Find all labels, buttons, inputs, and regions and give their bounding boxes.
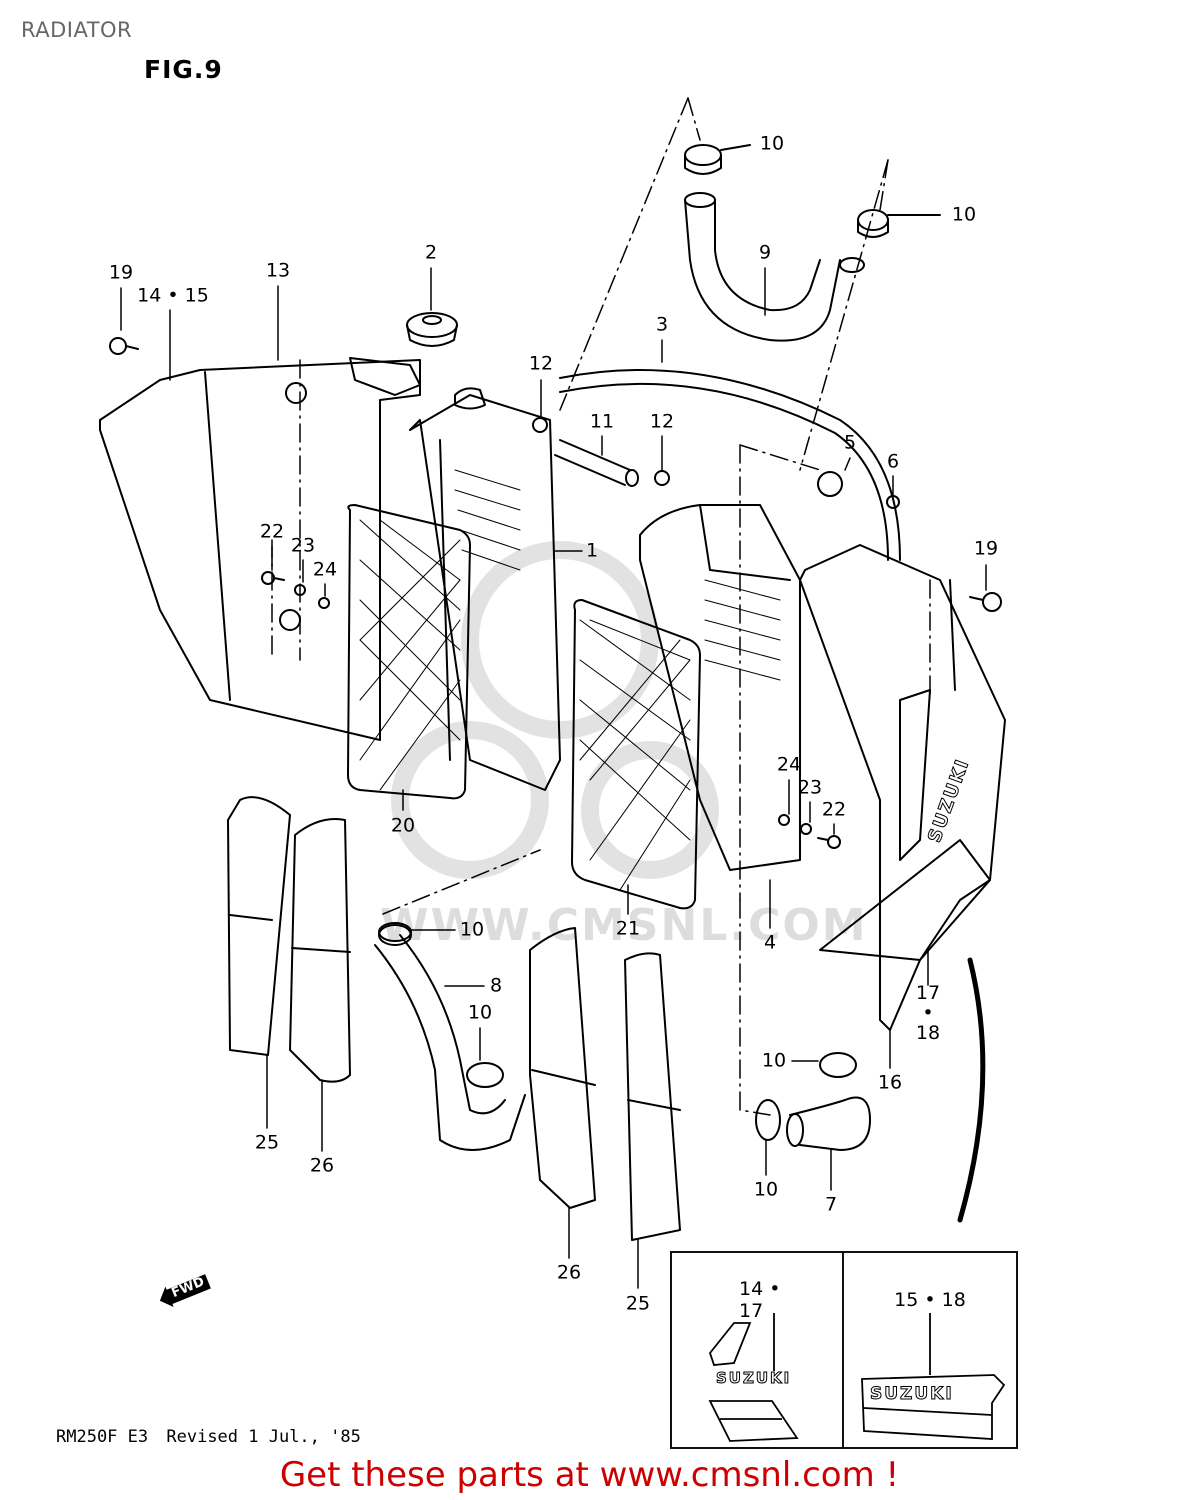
right-radiator-shroud [799, 544, 1006, 1031]
part-callout-c-3[interactable]: 3 [655, 313, 669, 336]
breather-hose [554, 439, 639, 487]
left-radiator-shroud [99, 357, 421, 741]
model-revision: RM250F E3 Revised 1 Jul., '85 [56, 1427, 361, 1447]
overflow-hose [559, 369, 901, 561]
revision-date: Revised 1 Jul., '85 [166, 1427, 361, 1447]
part-callout-c-10f[interactable]: 10 [753, 1178, 779, 1201]
radiator-fins [704, 579, 781, 681]
part-callout-c-23b[interactable]: 23 [797, 776, 823, 799]
part-callout-c-10b[interactable]: 10 [951, 203, 977, 226]
right-radiator-guard [571, 599, 701, 910]
part-callout-c-19b[interactable]: 19 [973, 537, 999, 560]
left-radiator [409, 387, 561, 791]
part-callout-c-20[interactable]: 20 [390, 814, 416, 837]
part-callout-c-23a[interactable]: 23 [290, 534, 316, 557]
model-code: RM250F E3 [56, 1427, 149, 1447]
decal-emblem: SUZUKI [870, 1384, 954, 1405]
part-callout-c-22a[interactable]: 22 [259, 520, 285, 543]
figure-number: FIG.9 [144, 55, 223, 84]
lower-right-hose [786, 1096, 871, 1151]
part-callout-c-12a[interactable]: 12 [528, 352, 554, 375]
fasteners [109, 337, 1002, 849]
part-callout-c-26a[interactable]: 26 [309, 1154, 335, 1177]
hose-clamp-upper [684, 144, 751, 175]
hose-clamp-lower-right [755, 1052, 857, 1141]
part-callout-c-7[interactable]: 7 [824, 1193, 838, 1216]
hose-clamp-lower-left [378, 922, 504, 1088]
lower-left-hose [374, 924, 526, 1151]
part-callout-c-16[interactable]: 16 [877, 1071, 903, 1094]
part-callout-c-24b[interactable]: 24 [776, 753, 802, 776]
part-callout-c-13[interactable]: 13 [265, 259, 291, 282]
decal-emblem: SUZUKI [715, 1369, 792, 1388]
page-category-title: RADIATOR [21, 18, 133, 42]
part-callout-c-1415[interactable]: 14 • 15 [137, 284, 209, 307]
hose-clip-12 [532, 417, 670, 486]
inset-label: 15 • 18 [894, 1289, 966, 1311]
part-callout-c-9[interactable]: 9 [758, 241, 772, 264]
part-callout-c-25b[interactable]: 25 [625, 1292, 651, 1315]
part-callout-c-26b[interactable]: 26 [556, 1261, 582, 1284]
part-callout-c-5[interactable]: 5 [843, 431, 857, 454]
cta-link[interactable]: Get these parts at www.cmsnl.com ! [279, 1455, 900, 1495]
part-callout-c-19a[interactable]: 19 [108, 261, 134, 284]
radiator-fins [454, 469, 521, 571]
inset-decal-14-17: 14 • 17 SUZUKI [670, 1251, 846, 1449]
part-callout-c-10e[interactable]: 10 [761, 1049, 787, 1072]
part-callout-c-1[interactable]: 1 [585, 539, 599, 562]
part-callout-c-8[interactable]: 8 [489, 974, 503, 997]
inset-label: 14 • 17 [739, 1278, 781, 1322]
part-callout-c-11[interactable]: 11 [589, 410, 615, 433]
decal-shape-left [708, 1313, 799, 1442]
radiator-cover-set-left [227, 796, 351, 1083]
part-callout-c-10c[interactable]: 10 [459, 918, 485, 941]
radiator-cover-set-right [529, 927, 681, 1241]
part-callout-c-22b[interactable]: 22 [821, 798, 847, 821]
part-callout-c-12b[interactable]: 12 [649, 410, 675, 433]
assembly-guide-lines [271, 97, 931, 1116]
left-radiator-guard [347, 504, 471, 800]
upper-radiator-hose [684, 192, 865, 342]
hose-clamp-upper-right [857, 209, 941, 238]
part-callout-c-2[interactable]: 2 [424, 241, 438, 264]
decal-shape-right [861, 1313, 1006, 1440]
part-callout-c-4[interactable]: 4 [763, 931, 777, 954]
part-callout-c-24a[interactable]: 24 [312, 558, 338, 581]
part-callout-c-1718[interactable]: 17 • 18 [915, 982, 941, 1044]
part-callout-c-6[interactable]: 6 [886, 450, 900, 473]
leader-lines [120, 267, 987, 1289]
part-callout-c-21[interactable]: 21 [615, 917, 641, 940]
radiator-cap [406, 312, 458, 347]
part-callout-c-10d[interactable]: 10 [467, 1001, 493, 1024]
part-callout-c-10a[interactable]: 10 [759, 132, 785, 155]
part-callout-c-25a[interactable]: 25 [254, 1131, 280, 1154]
frame-edge-arc [957, 957, 986, 1223]
watermark-text: WWW.CMSNL.COM [380, 900, 868, 951]
inset-decal-15-18: 15 • 18 SUZUKI [842, 1251, 1018, 1449]
right-radiator [639, 504, 801, 871]
